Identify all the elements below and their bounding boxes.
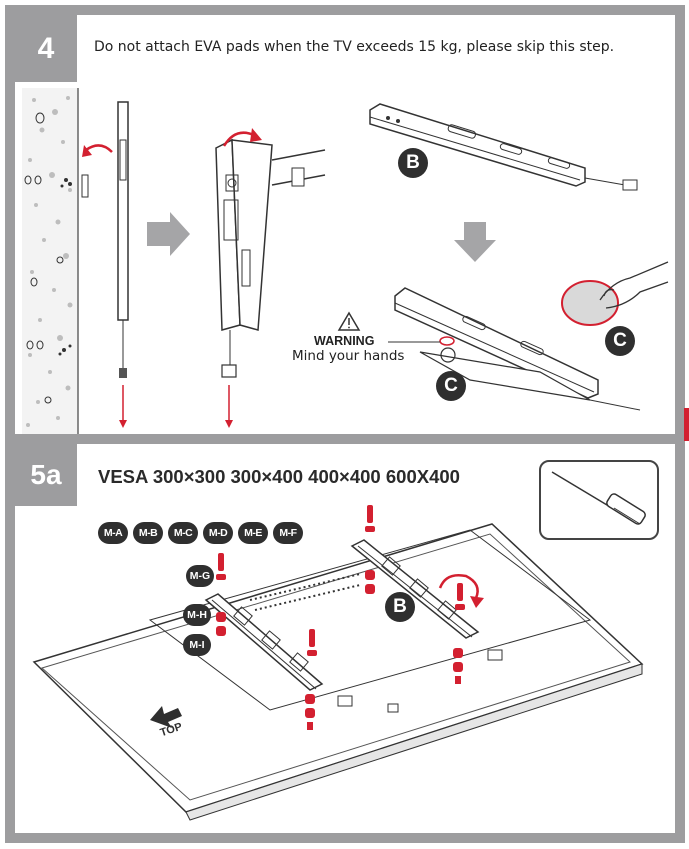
step-4-number: 4 [15, 15, 77, 82]
part-m-i-label: M-I [183, 634, 211, 656]
section-divider [5, 434, 685, 444]
vesa-sizes-title: VESA 300×300 300×400 400×400 600X400 [98, 466, 460, 487]
part-m-g-label: M-G [186, 565, 214, 587]
part-m-e-badge: M-E [238, 522, 268, 544]
page-frame-left [5, 5, 15, 843]
part-b-label-step5a: B [385, 592, 415, 622]
screwdriver-icon [551, 471, 646, 525]
page-edge-marker [684, 408, 689, 441]
part-b-label-step4: B [398, 148, 428, 178]
part-m-d-badge: M-D [203, 522, 233, 544]
step-4-caption: Do not attach EVA pads when the TV excee… [94, 39, 615, 55]
parts-list: M-A M-B M-C M-D M-E M-F [98, 522, 303, 544]
page-frame-top [5, 5, 685, 15]
part-m-a-badge: M-A [98, 522, 128, 544]
part-m-c-badge: M-C [168, 522, 198, 544]
page-frame-right [675, 5, 685, 843]
warning-title: WARNING [314, 334, 375, 348]
step-5a-number: 5a [15, 444, 77, 506]
part-m-f-badge: M-F [273, 522, 303, 544]
page-frame-bottom [5, 833, 685, 843]
part-m-h-label: M-H [183, 604, 211, 626]
part-c-label-bracket: C [436, 371, 466, 401]
warning-text: Mind your hands [292, 348, 405, 364]
part-c-label-pad: C [605, 326, 635, 356]
part-m-b-badge: M-B [133, 522, 163, 544]
